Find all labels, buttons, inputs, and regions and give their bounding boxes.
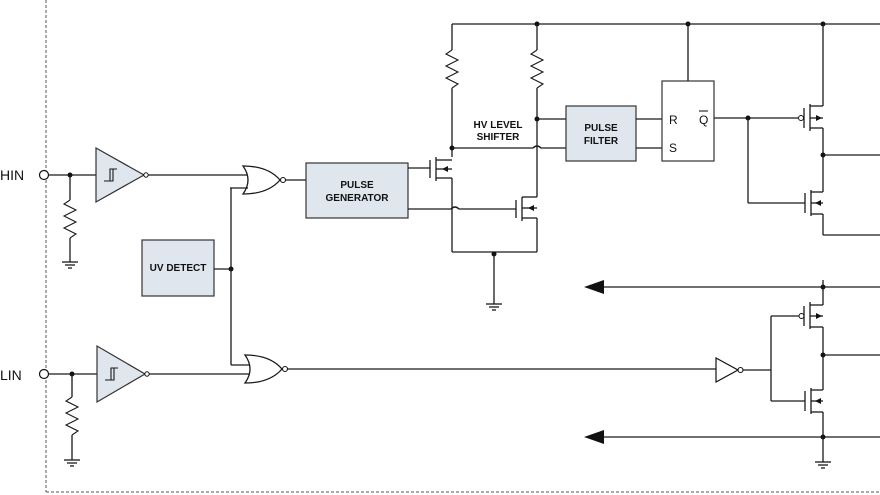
uv-detect-block: UV DETECT <box>141 188 250 366</box>
chip-boundary <box>45 0 880 493</box>
flipflop-s-label: S <box>669 141 677 155</box>
hv-level-label-2: SHIFTER <box>477 132 521 143</box>
high-side-nmos <box>804 190 823 216</box>
pulse-filter-label-2: FILTER <box>584 136 619 147</box>
flipflop-r-label: R <box>669 113 678 127</box>
lin-terminal <box>38 368 50 380</box>
pulse-filter-block: PULSE FILTER <box>565 105 662 162</box>
hin-nor-gate <box>230 165 306 195</box>
low-side-pmos <box>798 302 823 329</box>
low-side-nmos <box>804 388 823 414</box>
pulse-generator-block: PULSE GENERATOR <box>305 162 516 219</box>
low-side-ground-icon <box>815 461 831 469</box>
high-side-output-stage <box>798 23 880 236</box>
flipflop-qbar-label: Q <box>699 113 708 127</box>
pulse-generator-label-1: PULSE <box>340 180 374 191</box>
uv-detect-label: UV DETECT <box>150 263 207 274</box>
hin-ground-icon <box>62 261 78 269</box>
hin-input-network <box>48 172 96 269</box>
high-side-pmos <box>798 104 823 131</box>
lin-inverter <box>715 315 805 402</box>
hv-level-shifter: HV LEVEL SHIFTER <box>429 21 826 311</box>
hin-terminal <box>38 169 50 181</box>
lin-schmitt-icon <box>105 367 118 381</box>
shifter-transistor-right <box>515 196 538 252</box>
hv-level-label-1: HV LEVEL <box>474 120 523 131</box>
lin-pulldown-resistor <box>64 396 80 436</box>
lin-input-network <box>48 371 97 467</box>
hin-label: HIN <box>0 167 24 183</box>
hin-schmitt-icon <box>104 168 117 182</box>
hin-pulldown-resistor <box>62 199 78 239</box>
pulse-filter-label-1: PULSE <box>584 123 618 134</box>
lower-arrow <box>584 430 880 444</box>
hin-schmitt-buffer <box>95 146 247 204</box>
lin-nor-gate <box>243 354 716 384</box>
lin-schmitt-buffer <box>96 344 250 404</box>
pulse-generator-label-2: GENERATOR <box>326 193 390 204</box>
shifter-resistor-left <box>444 49 460 89</box>
shifter-resistor-right <box>529 49 545 89</box>
hin-pin: HIN <box>0 167 50 183</box>
lin-label: LIN <box>0 367 22 383</box>
upper-arrow <box>584 280 880 294</box>
lin-ground-icon <box>64 459 80 467</box>
lin-pin: LIN <box>0 367 50 383</box>
shifter-ground-icon <box>486 303 502 311</box>
rs-flipflop: R S Q <box>661 24 805 204</box>
low-side-output-stage <box>798 280 880 469</box>
shifter-transistor-left <box>429 157 453 252</box>
